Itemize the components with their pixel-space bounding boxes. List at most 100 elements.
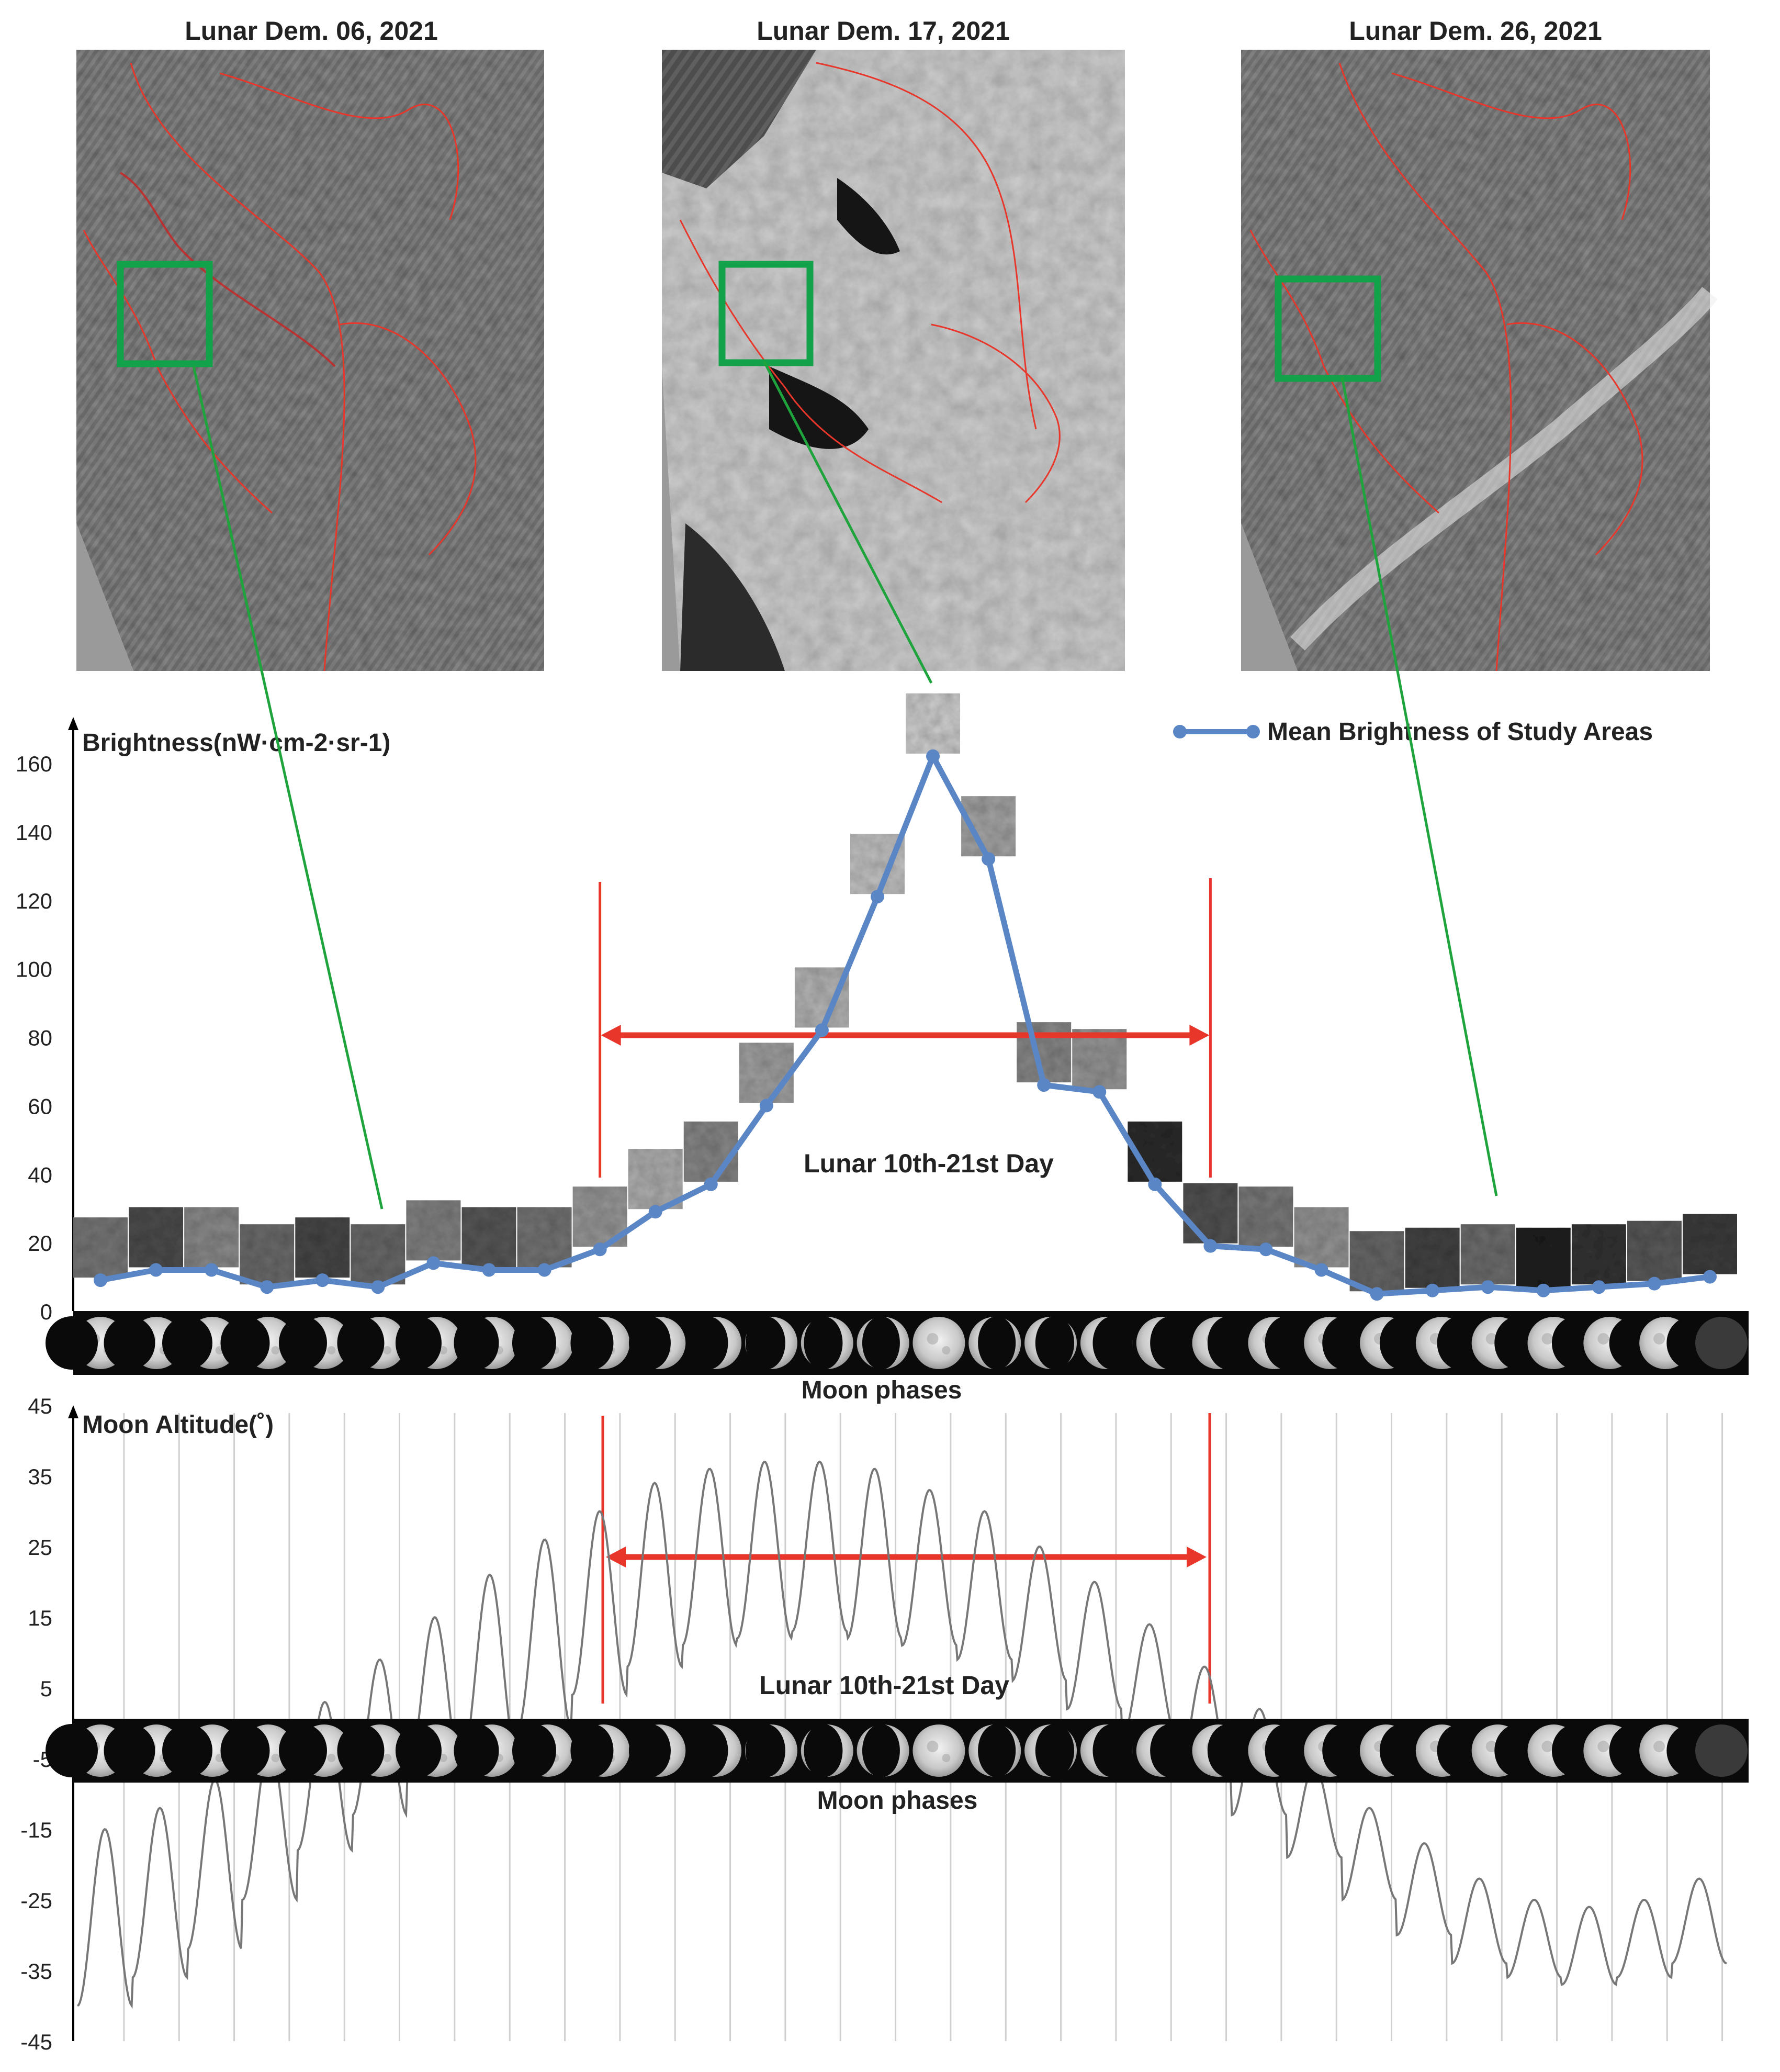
brightness-data-point: [1370, 1287, 1384, 1301]
brightness-data-point: [870, 890, 884, 904]
moon-phase-icon: [1360, 1724, 1426, 1777]
moon-phase-icons-2: [46, 1724, 1748, 1777]
moon-phase-icon: [628, 1316, 686, 1370]
brightness-data-point: [1536, 1283, 1550, 1297]
moon-phase-icon: [745, 1724, 797, 1777]
brightness-thumbnail: [406, 1200, 461, 1261]
moon-phase-icon: [220, 1724, 295, 1777]
moon-phase-icon: [512, 1724, 574, 1777]
satellite-image-panel-2: Lunar Dem. 17, 2021: [662, 16, 1125, 671]
brightness-thumbnail: [1238, 1186, 1293, 1247]
brightness-y-tick-label: 60: [28, 1094, 52, 1118]
brightness-data-point: [316, 1273, 330, 1287]
moon-phases-label-2: Moon phases: [817, 1787, 978, 1815]
altitude-y-tick-label: 35: [28, 1464, 52, 1489]
moon-phase-icon: [395, 1724, 462, 1777]
moon-phase-icon: [1695, 1724, 1748, 1777]
moon-phase-icon: [857, 1316, 909, 1370]
moon-phase-icon: [801, 1724, 853, 1777]
altitude-y-tick-label: -35: [20, 1959, 52, 1984]
brightness-thumbnail: [1349, 1231, 1404, 1292]
altitude-y-tick-label: 5: [40, 1676, 52, 1701]
moon-phase-icon: [1192, 1724, 1250, 1777]
brightness-y-tick-label: 100: [16, 957, 52, 982]
brightness-data-point: [1481, 1280, 1495, 1294]
moon-phase-icon: [1360, 1316, 1426, 1370]
study-area-box-1: [117, 261, 213, 367]
brightness-y-tick-label: 140: [16, 820, 52, 845]
connector-line-3: [1340, 376, 1498, 1196]
brightness-thumbnail: [683, 1121, 738, 1182]
moon-phase-icon: [1248, 1316, 1309, 1370]
brightness-thumbnails: [73, 693, 1737, 1292]
brightness-data-point: [704, 1177, 718, 1191]
moon-phase-icon: [912, 1724, 965, 1777]
bracket-arrow-left-icon: [606, 1547, 626, 1567]
moon-phase-icon: [1471, 1316, 1542, 1370]
moon-phase-icon: [968, 1724, 1021, 1777]
moon-phase-icon: [1080, 1724, 1133, 1777]
altitude-y-tick-label: -45: [20, 2030, 52, 2054]
connector-line-1: [192, 366, 384, 1209]
brightness-series-points: [94, 749, 1717, 1301]
moon-phase-icon: [968, 1316, 1021, 1370]
altitude-series-line: [76, 1460, 1727, 2009]
brightness-chart: Brightness(nW·cm-2·sr-1) 020406080100120…: [16, 693, 1749, 1404]
moon-phase-icon: [454, 1724, 518, 1777]
brightness-thumbnail: [1516, 1227, 1571, 1288]
altitude-y-axis-arrow: [68, 1405, 78, 1418]
brightness-thumbnail: [1294, 1207, 1349, 1268]
brightness-data-point: [593, 1242, 607, 1257]
bracket-arrow-right-icon: [1187, 1547, 1207, 1567]
study-area-box-3: [1275, 275, 1381, 382]
moon-phases-label-1: Moon phases: [802, 1376, 962, 1404]
brightness-thumbnail: [906, 693, 961, 754]
brightness-y-tick-label: 20: [28, 1231, 52, 1256]
brightness-thumbnail: [1571, 1224, 1626, 1285]
brightness-thumbnail: [1627, 1220, 1682, 1281]
moon-phase-icon: [337, 1724, 407, 1777]
brightness-thumbnail: [794, 967, 849, 1028]
brightness-data-point: [1314, 1263, 1328, 1277]
moon-phase-icon: [1192, 1316, 1250, 1370]
brightness-data-point: [815, 1023, 829, 1037]
brightness-y-tick-label: 0: [40, 1300, 52, 1324]
brightness-thumbnail: [739, 1043, 794, 1103]
moon-phase-icon: [1695, 1317, 1748, 1369]
brightness-data-point: [1203, 1239, 1218, 1253]
moon-phase-icon: [687, 1724, 742, 1777]
brightness-data-point: [759, 1099, 773, 1113]
brightness-data-point: [482, 1263, 496, 1277]
brightness-thumbnail: [517, 1207, 572, 1268]
altitude-y-axis-label: Moon Altitude(˚): [82, 1411, 274, 1439]
brightness-y-tick-label: 160: [16, 752, 52, 776]
moon-phase-icon: [1471, 1724, 1542, 1777]
moon-phase-icon: [1136, 1724, 1191, 1777]
moon-phase-icon: [570, 1316, 630, 1370]
brightness-thumbnail: [129, 1207, 184, 1268]
brightness-lunar-day-bracket: [599, 878, 1212, 1178]
bracket-arrow-left-icon: [601, 1025, 621, 1046]
moon-phase-icon: [512, 1316, 574, 1370]
moon-phase-icon: [1415, 1316, 1484, 1370]
altitude-y-tick-label: 25: [28, 1535, 52, 1560]
brightness-thumbnail: [1683, 1214, 1737, 1274]
satellite-image-panel-3: Lunar Dem. 26, 2021: [1241, 16, 1718, 671]
moon-phase-icon: [1248, 1724, 1309, 1777]
brightness-thumbnail: [1183, 1183, 1238, 1244]
brightness-y-axis-label: Brightness(nW·cm-2·sr-1): [82, 729, 390, 757]
moon-phase-icon: [454, 1316, 518, 1370]
brightness-data-point: [94, 1273, 107, 1287]
panel-title-1: Lunar Dem. 06, 2021: [185, 16, 438, 46]
moon-phase-icon: [857, 1724, 909, 1777]
moon-phase-icon: [395, 1316, 462, 1370]
brightness-data-point: [260, 1280, 274, 1294]
brightness-thumbnail: [295, 1217, 350, 1278]
satellite-panels: Lunar Dem. 06, 2021 Lunar Dem. 17, 2021: [76, 16, 1718, 671]
brightness-data-point: [926, 749, 940, 763]
brightness-thumbnail: [1017, 1022, 1072, 1083]
altitude-y-tick-label: -15: [20, 1818, 52, 1842]
brightness-thumbnail: [1072, 1029, 1127, 1090]
